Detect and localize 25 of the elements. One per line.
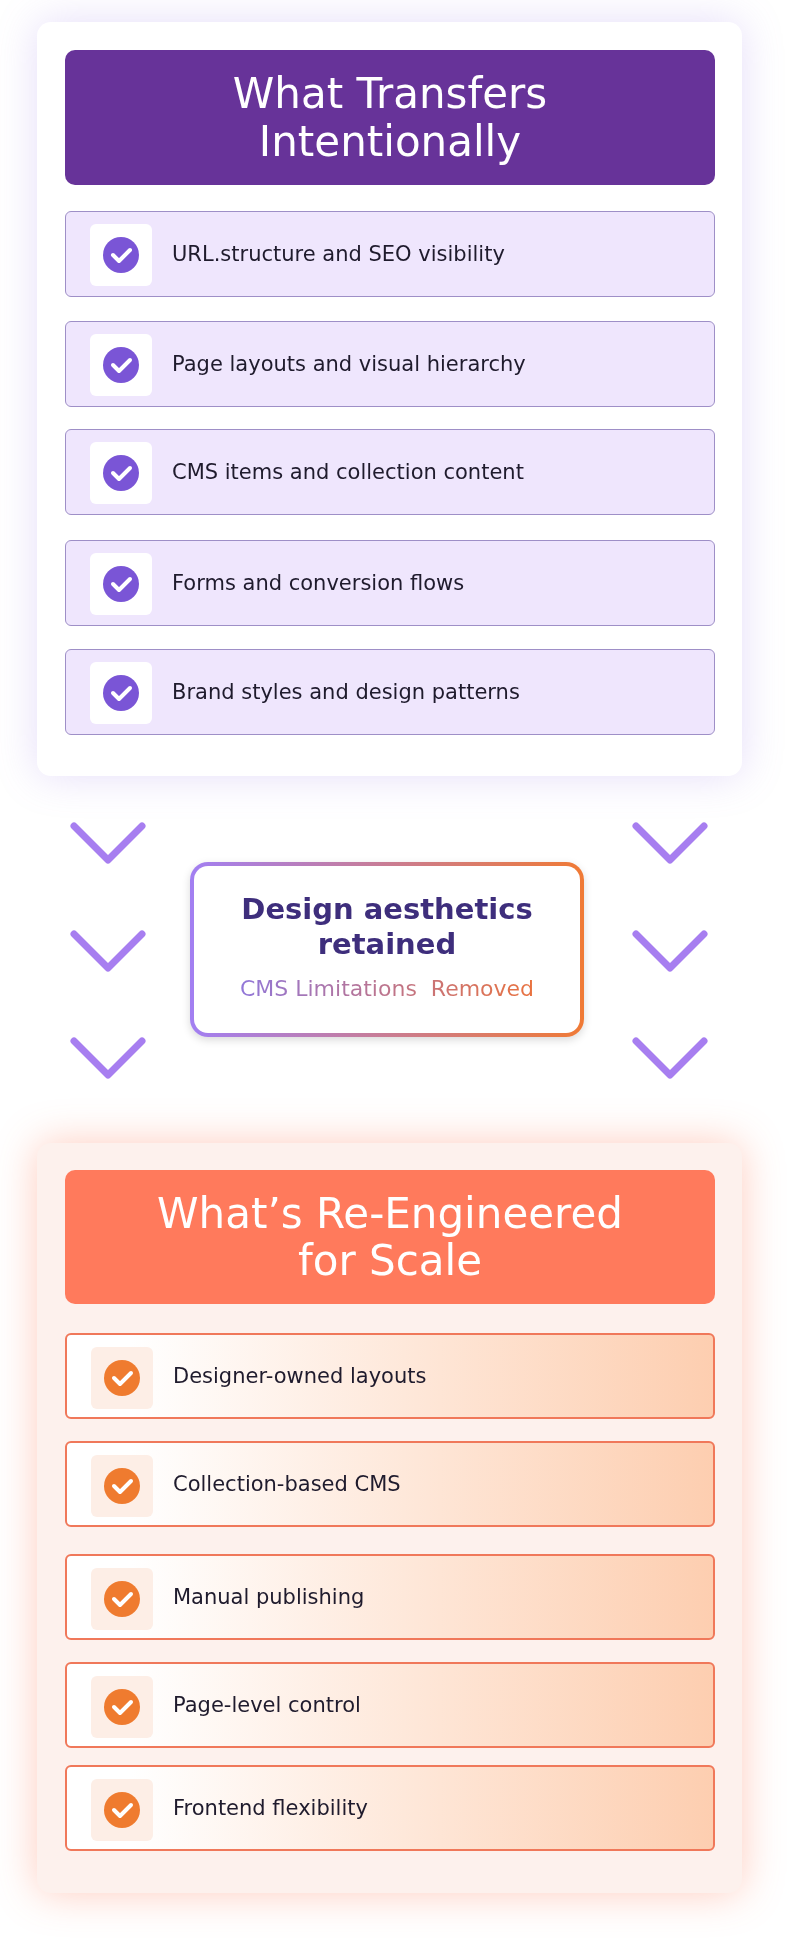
heading-banner: What Transfers Intentionally xyxy=(65,50,715,185)
list-item-box xyxy=(65,321,715,407)
heading-banner: What’s Re-Engineered for Scale xyxy=(65,1170,715,1304)
list-item-box xyxy=(65,1554,715,1640)
list-item-box xyxy=(65,1662,715,1748)
item-text: Page layouts and visual hierarchy xyxy=(172,351,527,378)
panel-card xyxy=(37,1143,742,1893)
list-item-box xyxy=(65,540,715,626)
list-item-box xyxy=(65,429,715,515)
list-item-box xyxy=(65,649,715,735)
list-item-box xyxy=(65,1333,715,1419)
item-text: Frontend flexibility xyxy=(173,1795,369,1822)
list-item-box xyxy=(65,1765,715,1851)
item-text: Collection-based CMS xyxy=(173,1471,402,1498)
item-text: Page-level control xyxy=(173,1692,362,1719)
card-title: Design aesthetics retained xyxy=(240,892,534,962)
item-text: Designer-owned layouts xyxy=(173,1363,428,1390)
list-item-box xyxy=(65,1441,715,1527)
item-text: URL.structure and SEO visibility xyxy=(172,241,506,268)
panel-card xyxy=(37,22,742,776)
item-text: Manual publishing xyxy=(173,1584,366,1611)
list-item-box xyxy=(65,211,715,297)
item-text: Brand styles and design patterns xyxy=(172,679,521,706)
item-text: CMS items and collection content xyxy=(172,459,525,486)
item-text: Forms and conversion flows xyxy=(172,570,466,597)
